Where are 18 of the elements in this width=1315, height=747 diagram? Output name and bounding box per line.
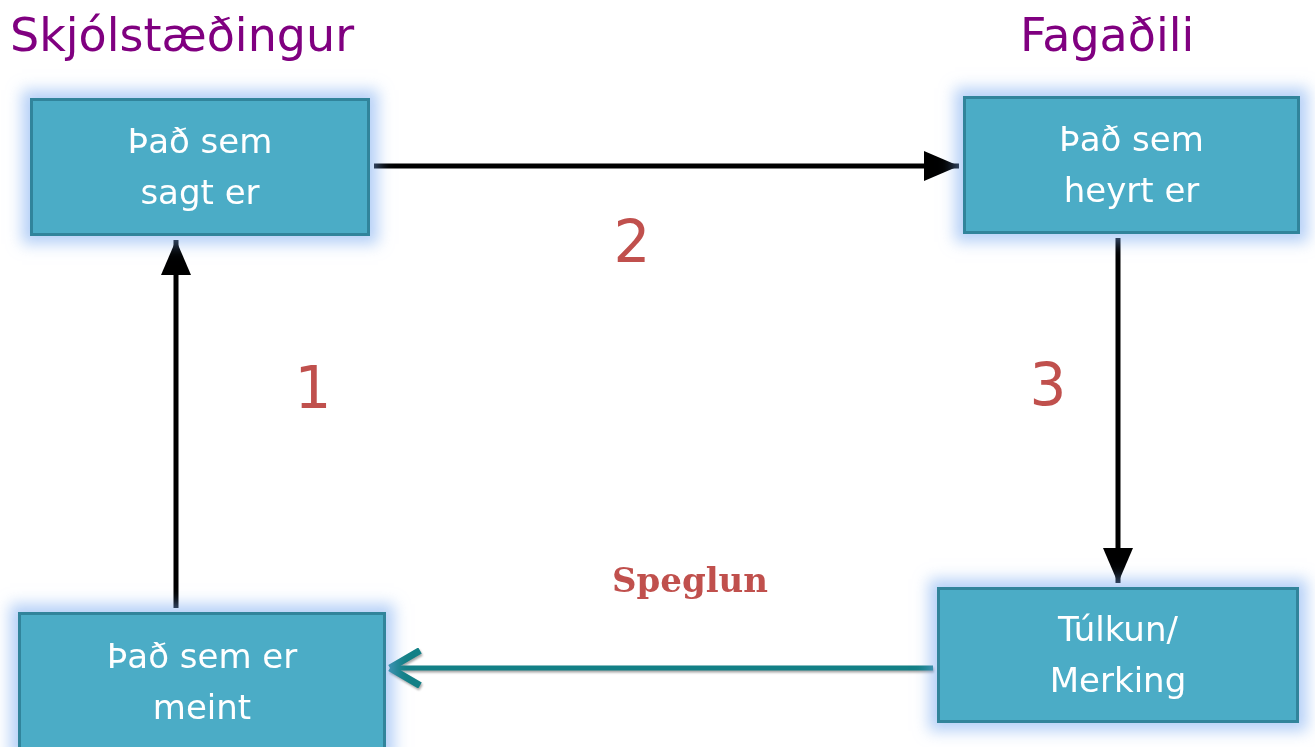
box-text: Það sem er meint <box>105 635 299 729</box>
process-box <box>18 612 386 747</box>
process-box <box>30 98 370 236</box>
arrow <box>374 151 959 181</box>
arrow <box>161 240 191 608</box>
arrow <box>1103 238 1133 583</box>
process-box <box>963 96 1300 234</box>
column-heading: Skjólstæðingur <box>10 8 355 62</box>
column-heading: Fagaðili <box>1020 8 1195 62</box>
box-text: Túlkun/ Merking <box>1048 608 1188 702</box>
process-box <box>937 587 1299 723</box>
box-text: Það sem heyrt er <box>1058 118 1205 212</box>
edge-label: Speglun <box>611 560 769 600</box>
edge-label: 1 <box>294 354 332 422</box>
box-text: Það sem sagt er <box>126 120 274 214</box>
edge-label: 2 <box>613 208 651 276</box>
edge-label: 3 <box>1029 351 1067 419</box>
arrow <box>386 647 933 689</box>
